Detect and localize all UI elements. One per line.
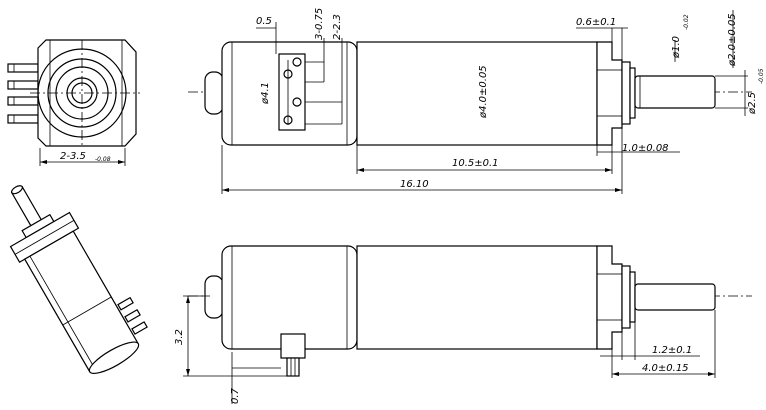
dim-10-5: 10.5±0.1 [452, 158, 499, 169]
dim-3-2: 3.2 [174, 329, 185, 345]
dim-0-5: 0.5 [256, 16, 272, 27]
dia-4-1: ø4.1 [260, 82, 271, 105]
dia-4-0: ø4.0±0.05 [478, 65, 489, 119]
end-view: 2-3.5 -0.08 [7, 39, 140, 166]
top-flange [621, 61, 631, 125]
iso-terminal [117, 296, 134, 311]
top-gearhead [596, 41, 623, 146]
dim-4-0: 4.0±0.15 [642, 363, 689, 374]
dia-2-0: ø2.0±0.05 [727, 13, 738, 67]
dia-1-0-tol: -0.02 [683, 14, 690, 30]
top-terminal-plate [278, 53, 306, 131]
end-view-terminals [7, 63, 39, 124]
dia-2-5: ø2.5 [747, 92, 758, 115]
side-view: 3.2 0.7 1.2±0.1 4.0±0.15 [174, 245, 752, 404]
dim-0-6: 0.6±0.1 [576, 17, 616, 28]
side-terminal-tab [280, 333, 306, 359]
top-view: 0.5 3-0.75 2-2.3 0.6±0.1 ø1.0 -0.02 ø2.0… [188, 8, 765, 194]
dia-1-0: ø1.0 [671, 36, 682, 59]
top-left-cap [204, 71, 224, 115]
dim-1-2: 1.2±0.1 [652, 345, 692, 356]
dia-2-5-tol: -0.05 [758, 68, 765, 84]
dim-1-0-008: 1.0±0.08 [622, 143, 669, 154]
end-view-width-dim: 2-3.5 [60, 151, 86, 162]
top-front-can [356, 41, 598, 146]
isometric-view [9, 185, 148, 374]
dim-3-0-75: 3-0.75 [314, 8, 325, 40]
dim-2-2-3: 2-2.3 [332, 14, 343, 40]
dim-0-7: 0.7 [230, 387, 241, 404]
top-shaft [634, 75, 716, 109]
end-view-width-tol: -0.08 [95, 156, 111, 163]
dim-16-10: 16.10 [400, 179, 429, 190]
side-shaft [634, 283, 716, 311]
side-front-can [356, 245, 598, 350]
